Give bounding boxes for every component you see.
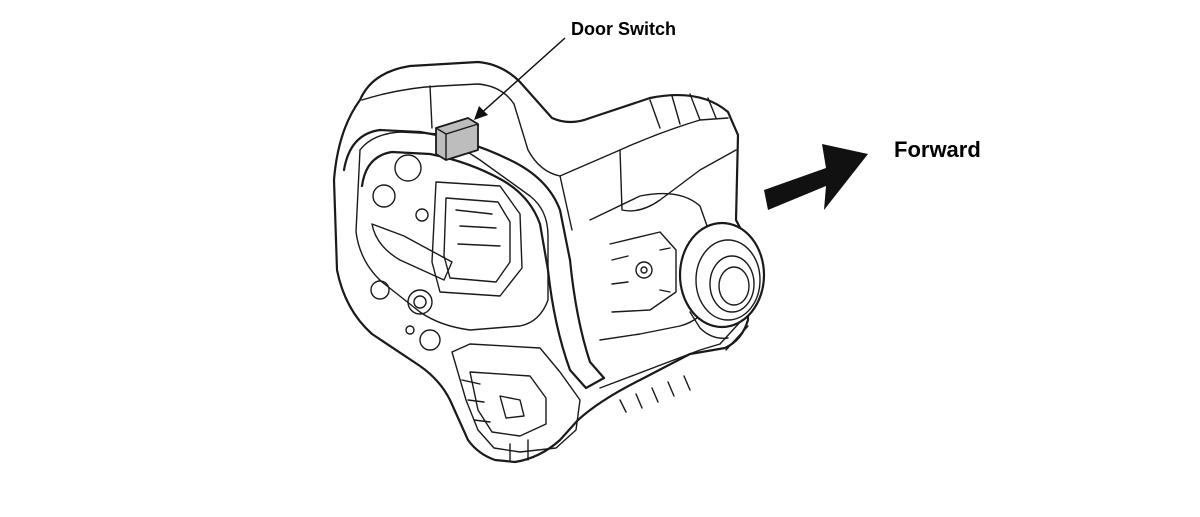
door-switch-component (435, 117, 479, 161)
door-switch-leader (474, 37, 566, 120)
door-switch-label: Door Switch (571, 19, 676, 39)
forward-arrow-icon (764, 144, 868, 210)
door-lock-assembly (332, 60, 766, 464)
forward-label: Forward (894, 137, 981, 162)
